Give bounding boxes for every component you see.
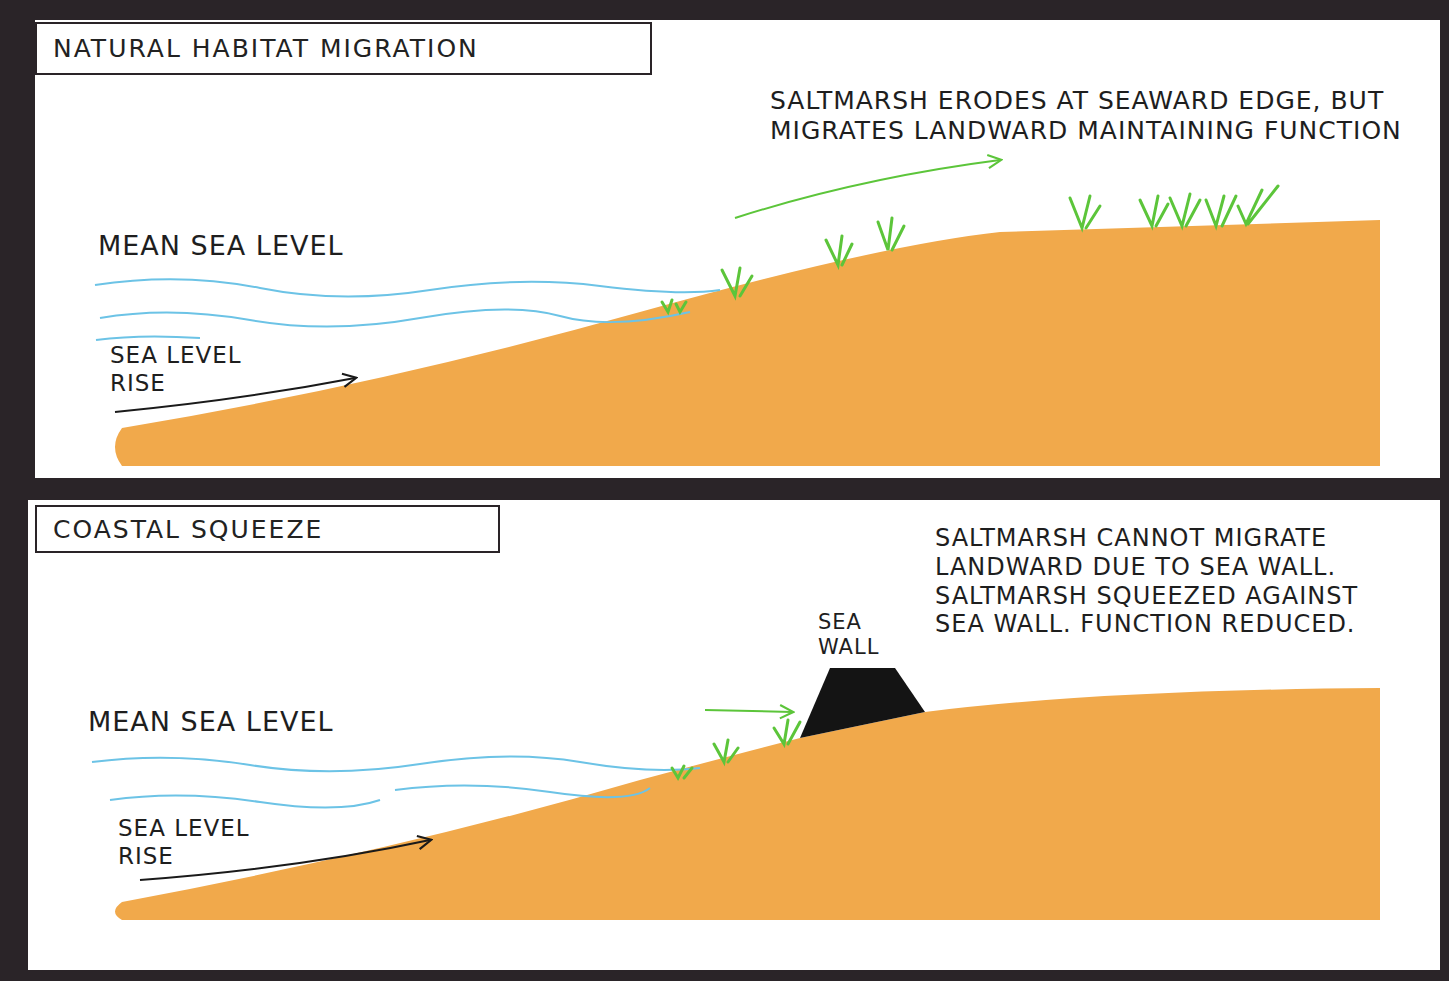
squeeze-arrow — [705, 710, 792, 712]
sea-waves — [95, 279, 720, 340]
panel — [35, 20, 1440, 478]
callout-note: SALTMARSH CANNOT MIGRATE LANDWARD DUE TO… — [935, 524, 1410, 639]
sea-level-label: MEAN SEA LEVEL — [98, 230, 458, 262]
sea-waves — [92, 756, 700, 807]
panel-title: COASTAL SQUEEZE — [37, 515, 339, 544]
sea-wall-label: SEA WALL — [818, 610, 928, 660]
sea-level-arrow — [140, 840, 430, 880]
panel-title: NATURAL HABITAT MIGRATION — [37, 34, 495, 63]
callout-note: SALTMARSH ERODES AT SEAWARD EDGE, BUT MI… — [770, 86, 1410, 146]
title-box: NATURAL HABITAT MIGRATION — [35, 22, 652, 75]
sea-level-label: MEAN SEA LEVEL — [88, 706, 448, 738]
saltmarsh-grass — [662, 186, 1278, 312]
sea-wall — [800, 668, 925, 738]
saltmarsh-grass — [672, 720, 800, 778]
sea-level-rise-label: SEA LEVEL RISE — [118, 815, 308, 870]
panel — [28, 500, 1440, 970]
migration-arrow — [735, 160, 1000, 218]
title-box: COASTAL SQUEEZE — [35, 505, 500, 553]
sea-level-rise-label: SEA LEVEL RISE — [110, 342, 300, 397]
